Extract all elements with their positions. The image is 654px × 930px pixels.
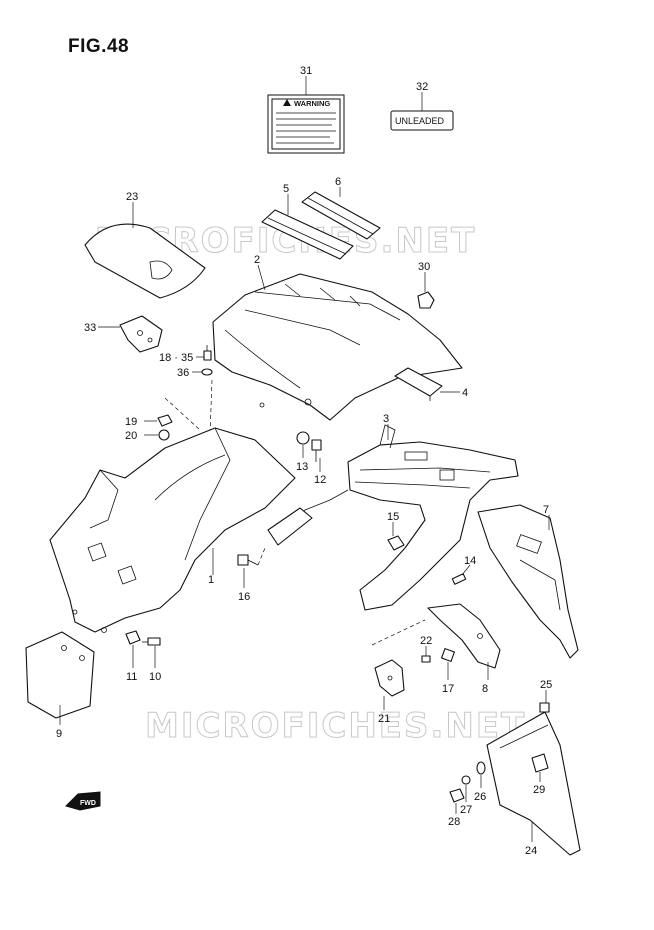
washer-27 [461,775,471,785]
callout-16: 16 [238,591,250,603]
part-4-block [394,367,443,401]
callout-33: 33 [84,322,96,334]
callout-15: 15 [387,511,399,523]
nut-15 [387,535,405,551]
bolt-25 [539,702,550,713]
part-31-warning-label: WARNING [267,94,345,154]
part-30-nut [417,291,435,309]
callout-4: 4 [462,387,468,399]
bolt-16 [237,554,259,566]
callout-25: 25 [540,679,552,691]
part-21-bracket [374,659,405,697]
part-23-cover [84,223,206,299]
callout-31: 31 [300,65,312,77]
figure-title: FIG.48 [68,36,130,57]
callout-29: 29 [533,784,545,796]
screw-22 [421,655,431,663]
washer-36 [201,368,213,376]
callout-17: 17 [442,683,454,695]
part-5-seal-strip [261,209,354,260]
callout-6: 6 [335,176,341,188]
part-32-unleaded-label: UNLEADED [390,110,454,131]
callout-19: 19 [125,416,137,428]
callout-32: 32 [416,81,428,93]
part-1-rear-fender [49,427,296,633]
callout-8: 8 [482,683,488,695]
bolt-12 [311,439,322,462]
bolt-18-35 [203,345,212,361]
nut-11 [125,630,141,645]
washer-13 [296,431,310,445]
watermark-bottom: MICROFICHES.NET [145,706,526,746]
callout-26: 26 [474,791,486,803]
warning-label-text: WARNING [294,99,330,108]
part-33-bracket [119,315,163,353]
callout-12: 12 [314,474,326,486]
callout-2: 2 [254,254,260,266]
callout-10: 10 [149,671,161,683]
bolt-10 [142,637,161,646]
callout-14: 14 [464,555,476,567]
callout-27: 27 [460,804,472,816]
callout-9: 9 [56,728,62,740]
clip-29 [531,753,549,773]
nut-20 [158,429,170,441]
part-3-carrier-frame [267,424,519,611]
unleaded-label-text: UNLEADED [395,116,445,126]
callout-5: 5 [283,183,289,195]
fwd-label: FWD [80,800,96,807]
part-9-mud-flap [25,631,95,719]
callout-1: 1 [208,574,214,586]
callout-23: 23 [126,191,138,203]
callout-3: 3 [383,413,389,425]
part-8-bracket [427,603,501,669]
callout-36: 36 [177,367,189,379]
nut-28 [449,788,465,803]
callout-13: 13 [296,461,308,473]
callout-21: 21 [378,713,390,725]
callout-30: 30 [418,261,430,273]
callout-7: 7 [543,504,549,516]
fwd-arrow-icon: FWD [65,791,101,811]
callout-24: 24 [525,845,537,857]
washer-26 [476,761,486,775]
callout-28: 28 [448,816,460,828]
callout-22: 22 [420,635,432,647]
callout-20: 20 [125,430,137,442]
part-7-side-cover [477,504,579,659]
callout-11: 11 [126,671,137,683]
fastener-17 [441,648,455,662]
callout-18-35: 18 · 35 [159,352,193,364]
part-6-seal-strip [301,191,381,240]
bolt-14 [451,573,467,585]
nut-19 [157,414,173,427]
part-24-lower-flap [486,711,581,856]
